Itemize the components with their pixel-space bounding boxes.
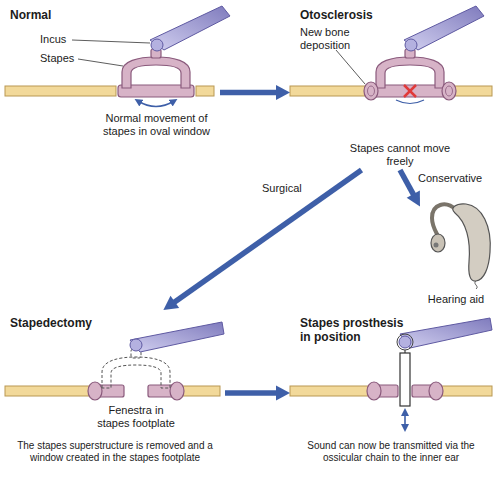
bone-band <box>196 86 214 96</box>
bone-band <box>290 386 370 396</box>
new-bone <box>442 82 456 100</box>
incus-knob <box>399 336 411 348</box>
flow-arrow <box>163 170 361 310</box>
bone-band <box>5 386 92 396</box>
flow-arrow <box>220 85 290 100</box>
flow-arrow-shaft <box>400 170 415 197</box>
incus <box>130 322 224 352</box>
incus-knob <box>405 39 417 51</box>
node-caption: Hearing aid <box>420 293 492 306</box>
leader-line <box>336 50 365 84</box>
incus <box>150 6 230 50</box>
edge-label: Surgical <box>262 182 337 195</box>
part-label: New bone deposition <box>300 26 372 52</box>
incus-knob <box>130 339 142 351</box>
incus <box>404 6 484 50</box>
flow-arrow <box>400 170 420 207</box>
panel-title: Otosclerosis <box>300 8 440 22</box>
leader-line <box>78 59 123 66</box>
panel-title: Stapes prosthesis in position <box>300 316 415 344</box>
flow-arrow-head <box>163 296 179 310</box>
flow-arrow-shaft <box>173 170 362 304</box>
stapes-arch <box>122 57 190 88</box>
outcome-text: Stapes cannot move freely <box>345 142 455 168</box>
new-bone <box>170 382 184 400</box>
leader-line <box>72 40 150 43</box>
flow-arrow-shaft <box>220 90 279 96</box>
outcome-node: Stapes cannot move freely <box>345 140 455 170</box>
panel-title: Stapedectomy <box>10 316 160 330</box>
hearing-aid-node: Hearing aid <box>420 195 492 310</box>
flow-arrow <box>225 386 290 401</box>
bone-band <box>5 86 116 96</box>
panel-description: The stapes superstructure is removed and… <box>10 440 220 464</box>
bone-band <box>440 386 492 396</box>
new-bone-detail <box>446 86 453 96</box>
flow-arrow-head <box>276 85 290 100</box>
flow-arrow-shaft <box>225 390 279 396</box>
hearing-aid-body <box>453 204 490 281</box>
vibration-arrow <box>404 412 406 428</box>
incus <box>400 318 492 348</box>
movement-arrow <box>138 101 174 107</box>
bone-band <box>180 386 220 396</box>
new-bone <box>364 82 378 100</box>
hearing-aid-earmould <box>431 234 445 252</box>
new-bone <box>88 382 102 400</box>
part-label: Fenestra in stapes footplate <box>92 404 180 430</box>
panel-node: Otosclerosis <box>290 4 492 134</box>
blocked-cross <box>404 85 416 97</box>
panel-title: Normal <box>10 8 150 22</box>
hearing-aid-outlet <box>434 243 439 248</box>
prosthesis-wire-loop <box>397 334 413 350</box>
new-bone <box>429 382 443 400</box>
hearing-aid-cord <box>475 281 477 289</box>
edge-label: Conservative <box>418 172 493 185</box>
part-label: Normal movement of stapes in oval window <box>94 112 219 138</box>
part-label: Incus <box>40 33 80 46</box>
stapes-prosthesis <box>400 353 410 406</box>
flow-arrow-head <box>276 386 290 401</box>
new-bone-detail <box>368 86 375 96</box>
panel-node: StapedectomyThe stapes superstructure is… <box>5 310 225 476</box>
bone-band <box>290 86 370 96</box>
movement-arc <box>396 100 424 104</box>
panel-description: Sound can now be transmitted via the oss… <box>295 440 487 464</box>
new-bone <box>367 382 381 400</box>
removed-superstructure <box>102 357 170 388</box>
flow-arrow-head <box>407 191 420 207</box>
blocked-cross <box>404 85 416 97</box>
incus-knob <box>151 39 163 51</box>
stapes-arch <box>376 57 444 88</box>
part-label: Stapes <box>40 52 80 65</box>
panel-node: Stapes prosthesis in positionSound can n… <box>290 310 492 476</box>
